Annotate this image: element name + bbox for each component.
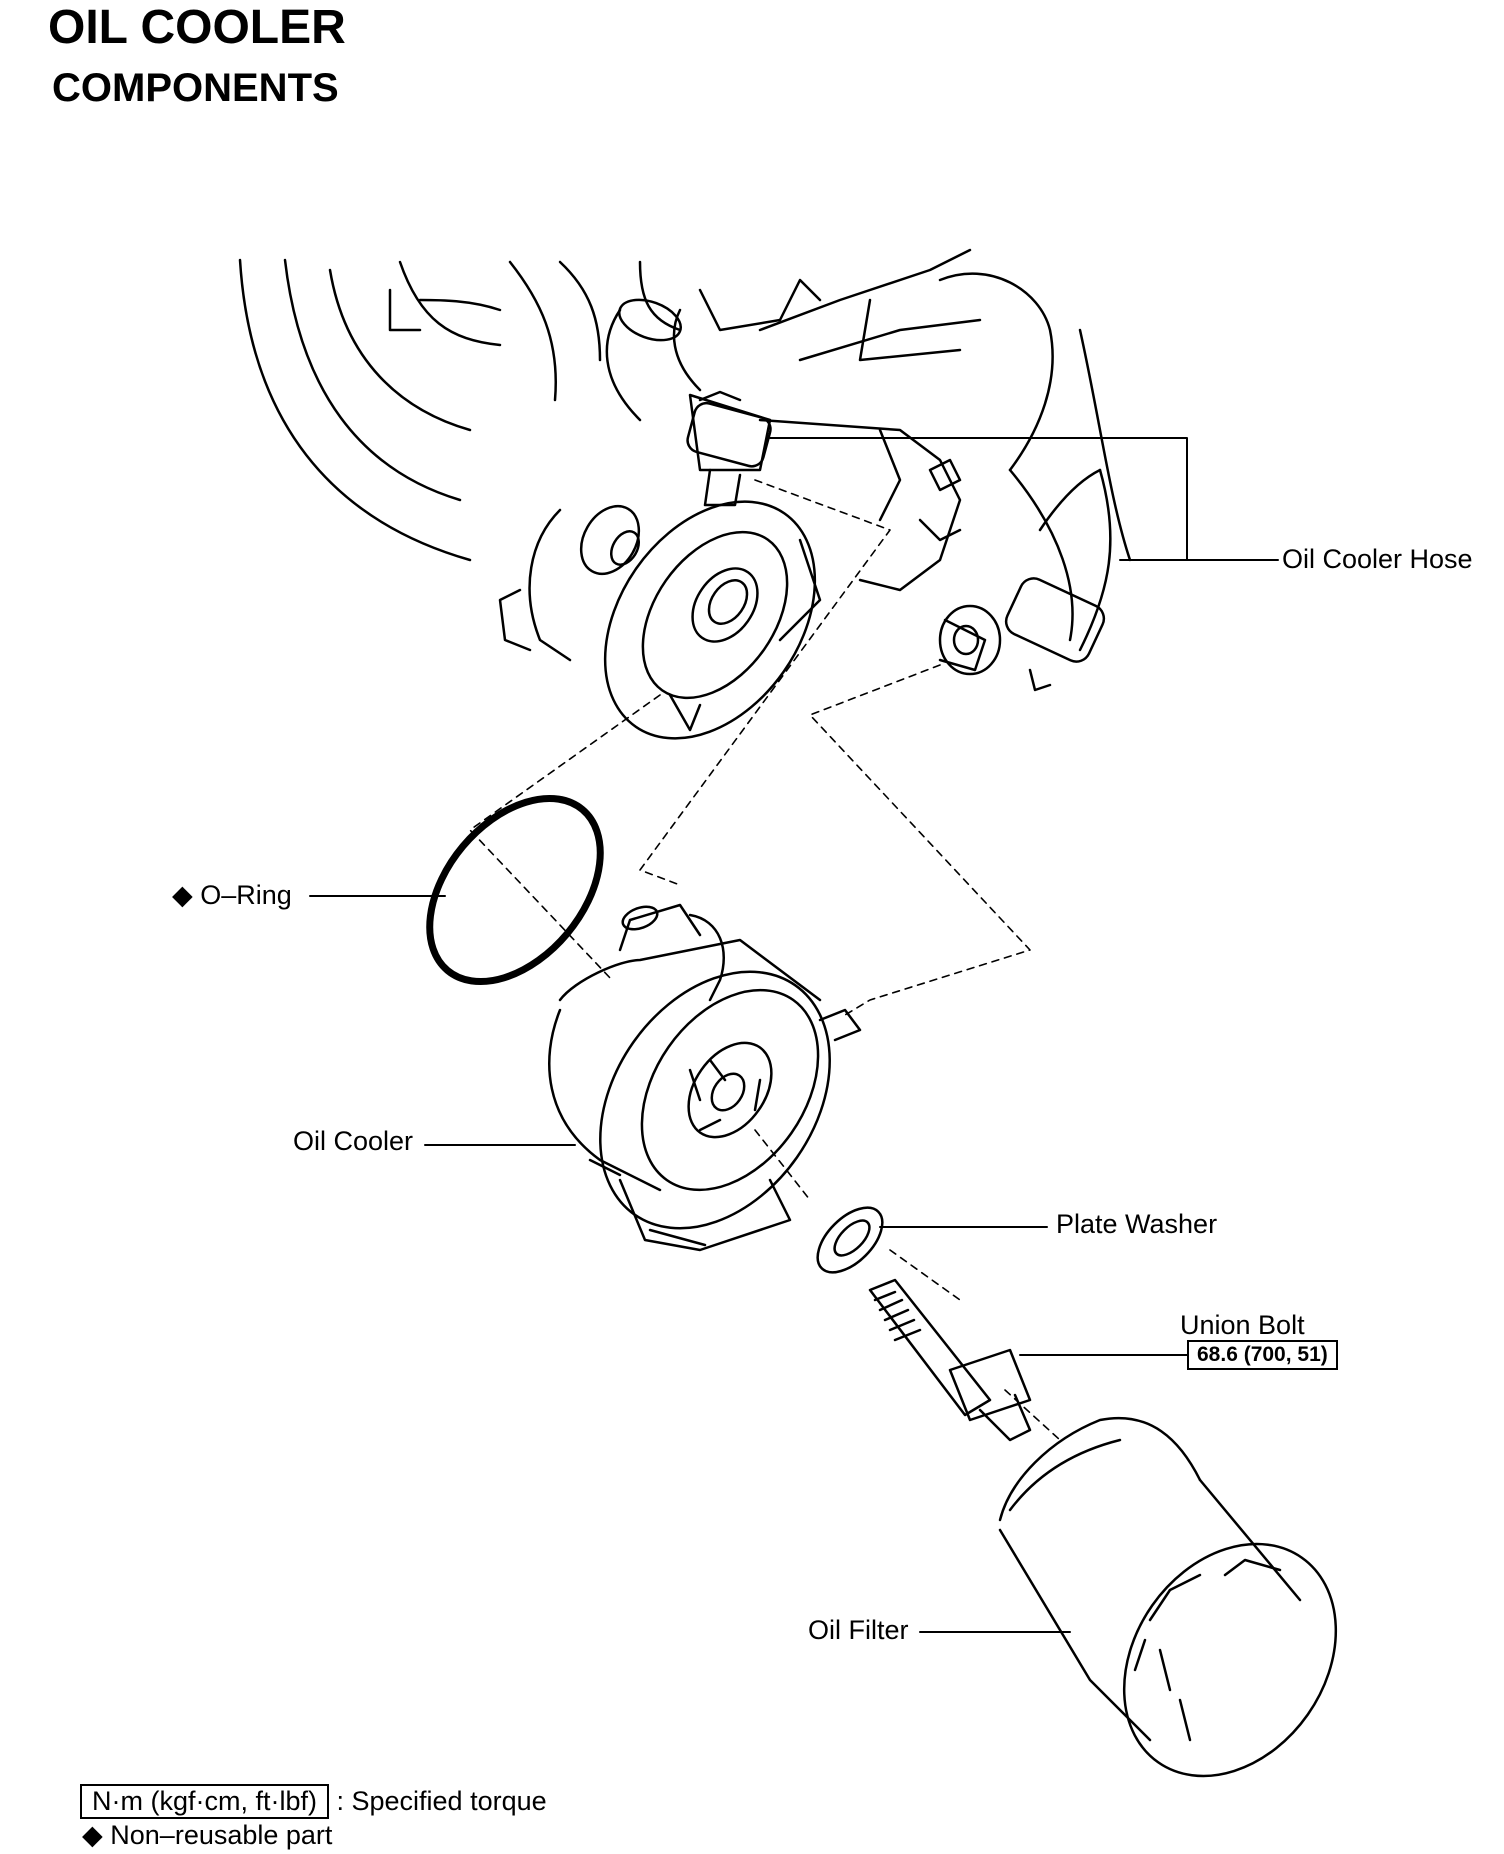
o-ring-label: ◆ O–Ring (172, 880, 292, 911)
engine-block-outline (238, 248, 1132, 592)
non-reusable-legend-symbol: ◆ (82, 1820, 103, 1850)
cooler-mounting-flange (498, 500, 822, 740)
upper-oil-cooler-hose (605, 298, 772, 507)
o-ring-text: O–Ring (200, 880, 292, 910)
lower-oil-cooler-hose (938, 468, 1112, 692)
torque-legend: N·m (kgf·cm, ft·lbf) : Specified torque (80, 1784, 547, 1819)
oil-cooler-label: Oil Cooler (293, 1126, 414, 1156)
union-bolt-torque-value: 68.6 (700, 51) (1187, 1340, 1338, 1370)
non-reusable-legend: ◆ Non–reusable part (82, 1820, 332, 1851)
oil-filter-part (998, 1416, 1338, 1778)
o-ring-part (426, 794, 604, 986)
assembly-guide-lines (469, 479, 1061, 1441)
leader-lines (309, 437, 1279, 1633)
plate-washer-part (816, 1206, 884, 1274)
page-title: OIL COOLER (48, 1, 346, 54)
torque-unit-box: N·m (kgf·cm, ft·lbf) (80, 1784, 329, 1819)
union-bolt-part (868, 1278, 1032, 1442)
torque-legend-desc: : Specified torque (336, 1786, 547, 1816)
oil-filter-label: Oil Filter (808, 1615, 909, 1645)
oil-cooler-part (548, 903, 862, 1252)
oil-cooler-hose-label: Oil Cooler Hose (1282, 544, 1473, 574)
non-reusable-mark: ◆ (172, 880, 193, 910)
plate-washer-label: Plate Washer (1056, 1209, 1218, 1239)
section-subtitle: COMPONENTS (52, 66, 339, 110)
non-reusable-legend-desc: Non–reusable part (110, 1820, 333, 1850)
union-bolt-label: Union Bolt (1180, 1310, 1305, 1340)
